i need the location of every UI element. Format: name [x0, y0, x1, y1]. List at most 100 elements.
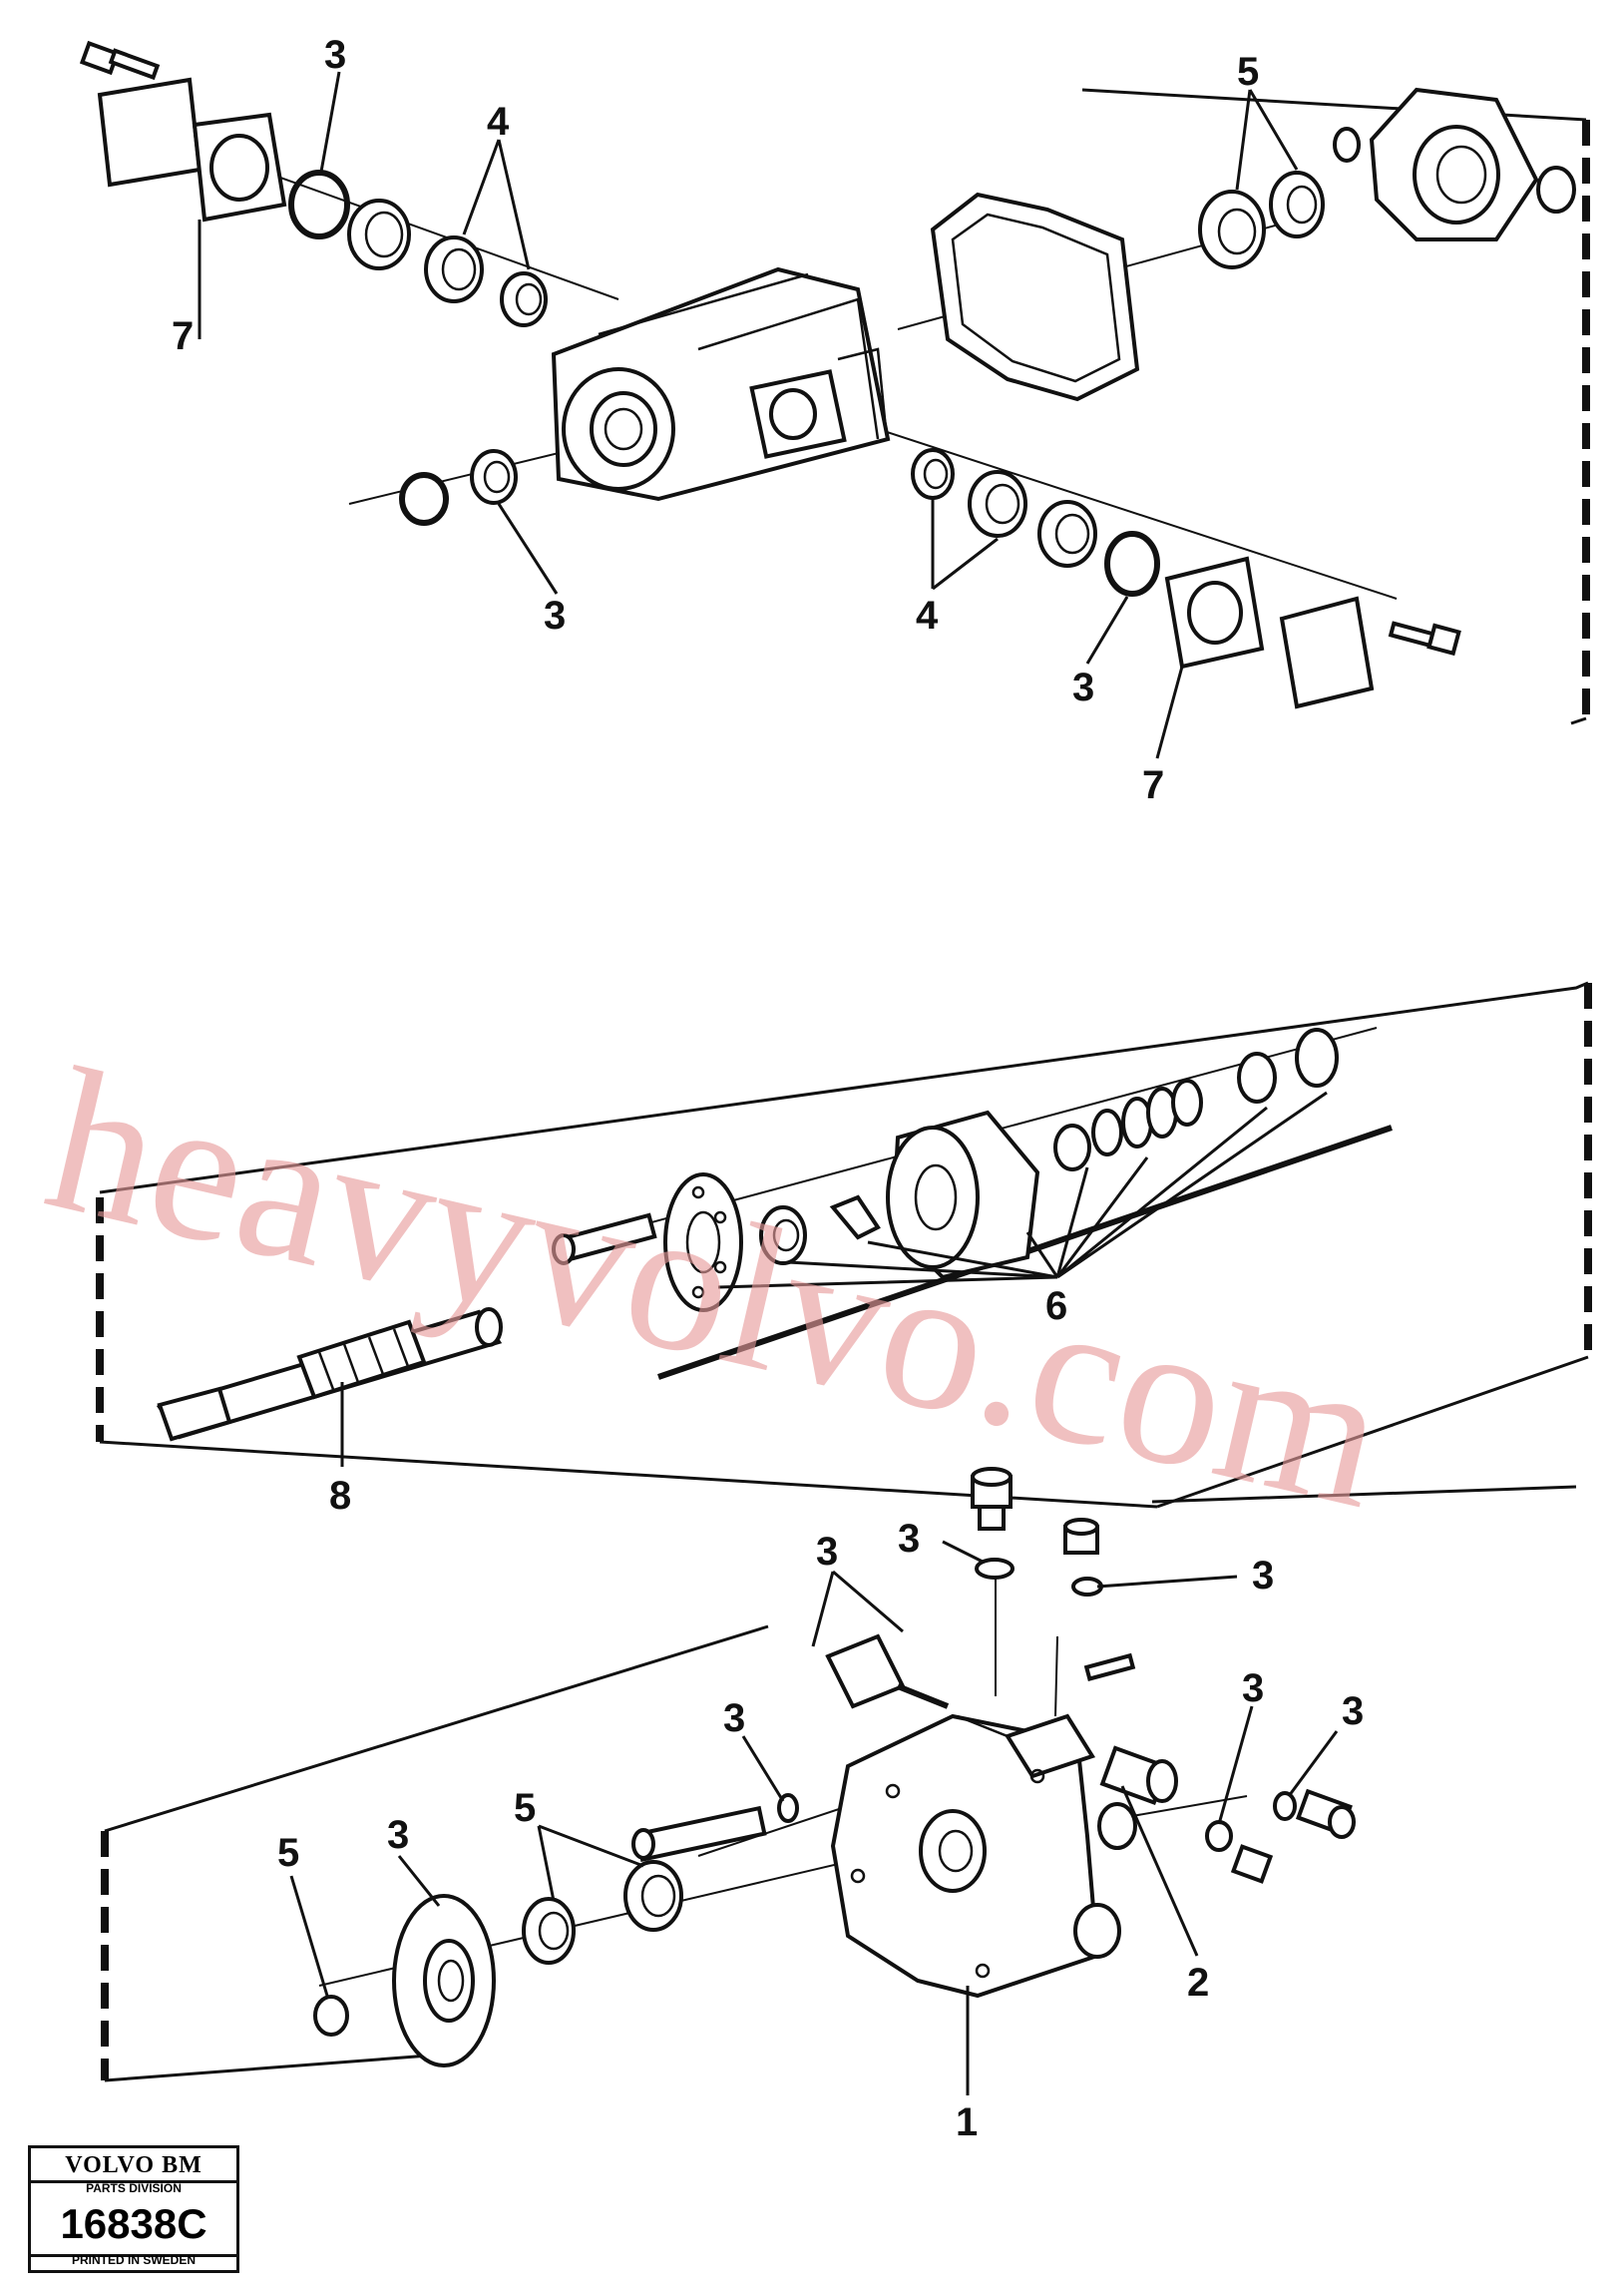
- roller-bearing: [1269, 171, 1325, 238]
- cover-plate: [1279, 596, 1375, 709]
- cover-gasket: [825, 1633, 906, 1709]
- axis-line: [1131, 1795, 1248, 1817]
- plug: [1295, 1788, 1356, 1839]
- bearing-cup: [1037, 500, 1097, 568]
- leader-line: [1287, 1730, 1339, 1797]
- plug: [971, 1467, 1013, 1531]
- seal-washer: [975, 1558, 1014, 1580]
- bushing: [759, 1205, 807, 1265]
- roller-bearing: [500, 271, 548, 327]
- snap-ring: [399, 472, 449, 526]
- spline-shaft: [156, 1307, 503, 1442]
- flange-gasket: [1164, 556, 1265, 670]
- o-ring: [1104, 531, 1160, 597]
- leader-line: [942, 1540, 984, 1564]
- fitting: [1099, 1745, 1178, 1805]
- valve-plate: [663, 1172, 743, 1312]
- cap-screw: [552, 1212, 657, 1265]
- valve-body: [830, 1713, 1137, 1999]
- leader-line: [397, 1855, 441, 1907]
- bearing-cup: [347, 199, 411, 270]
- leader-line: [811, 1570, 904, 1647]
- small-screw: [1083, 1652, 1136, 1681]
- callout-4: 4: [487, 100, 510, 144]
- callout-8: 8: [329, 1474, 351, 1518]
- leader-line: [1217, 1705, 1254, 1825]
- callout-5: 5: [1237, 50, 1259, 94]
- end-plate: [392, 1894, 496, 2067]
- callout-3: 3: [1342, 1689, 1364, 1733]
- rotor: [886, 1110, 1040, 1280]
- leader-line: [741, 1735, 785, 1802]
- leader-line: [1235, 89, 1299, 191]
- callout-5: 5: [514, 1786, 536, 1830]
- o-ring: [288, 170, 350, 239]
- leader-line: [537, 1824, 644, 1902]
- callout-5: 5: [277, 1831, 299, 1875]
- axis-line: [877, 428, 1398, 600]
- bearing-cup: [1198, 190, 1266, 269]
- divider: [31, 2254, 236, 2257]
- bearing-cup: [424, 235, 484, 303]
- frame-line: [1081, 88, 1587, 122]
- frame-line: [1156, 1355, 1589, 1509]
- leader-line: [462, 139, 531, 270]
- leader-line: [1096, 1575, 1238, 1589]
- top-assembly: 3 7 4 5 3 4 3 7: [79, 33, 1590, 807]
- leader-line: [289, 1875, 329, 1997]
- brand-name: VOLVO BM: [65, 2152, 203, 2178]
- callout-6: 6: [1045, 1284, 1067, 1328]
- callout-7: 7: [172, 314, 194, 358]
- frame-line: [1151, 1485, 1577, 1504]
- bearing-cup: [968, 470, 1027, 538]
- leader-line: [1025, 1091, 1328, 1279]
- callout-3: 3: [544, 594, 566, 638]
- leader-line: [1120, 1785, 1199, 1957]
- seal-washer: [1071, 1577, 1103, 1597]
- spring: [1091, 1079, 1203, 1156]
- callout-3: 3: [1072, 666, 1094, 709]
- plug: [1063, 1518, 1099, 1555]
- parts-label: VOLVO BM PARTS DIVISION 16838C PRINTED I…: [28, 2145, 239, 2273]
- seal-ring: [313, 1995, 349, 2037]
- divider: [31, 2180, 236, 2183]
- washer: [1053, 1124, 1091, 1171]
- axis-line: [1054, 1635, 1058, 1717]
- printed-note: PRINTED IN SWEDEN: [71, 2253, 196, 2267]
- frame-line: [104, 1624, 769, 1833]
- roller-bearing: [470, 449, 518, 505]
- leader-line: [1155, 666, 1184, 759]
- arrow: [896, 1683, 950, 1709]
- callout-1: 1: [956, 2100, 978, 2144]
- spring-seat: [1237, 1052, 1277, 1104]
- callout-3: 3: [324, 33, 346, 77]
- division-name: PARTS DIVISION: [86, 2181, 182, 2195]
- callout-3: 3: [816, 1530, 838, 1574]
- callout-2: 2: [1187, 1961, 1209, 2005]
- callout-3: 3: [1252, 1554, 1274, 1598]
- leader-line: [1085, 596, 1129, 665]
- pump-housing: [551, 266, 891, 502]
- flange-gasket: [192, 112, 287, 223]
- leader-line: [497, 503, 559, 595]
- roller-bearing: [522, 1897, 576, 1965]
- frame-line: [1570, 716, 1587, 725]
- callout-7: 7: [1142, 763, 1164, 807]
- callout-3: 3: [387, 1813, 409, 1857]
- o-ring: [1273, 1791, 1297, 1821]
- plug: [1230, 1844, 1274, 1884]
- bushing: [623, 1860, 683, 1932]
- callout-3: 3: [898, 1517, 920, 1561]
- middle-assembly: 6 8: [96, 981, 1592, 1518]
- spool: [631, 1805, 767, 1862]
- bolt: [79, 40, 161, 81]
- callout-4: 4: [916, 594, 939, 638]
- leader-line: [319, 71, 341, 173]
- leader-line: [717, 1240, 1058, 1289]
- frame-line: [104, 2054, 430, 2082]
- roller-bearing: [911, 448, 955, 500]
- end-washer: [1295, 1028, 1339, 1088]
- bottom-assembly: 3 3 3 3 3 3 5 3 5 2 1: [101, 1467, 1577, 2144]
- callout-3: 3: [1242, 1666, 1264, 1710]
